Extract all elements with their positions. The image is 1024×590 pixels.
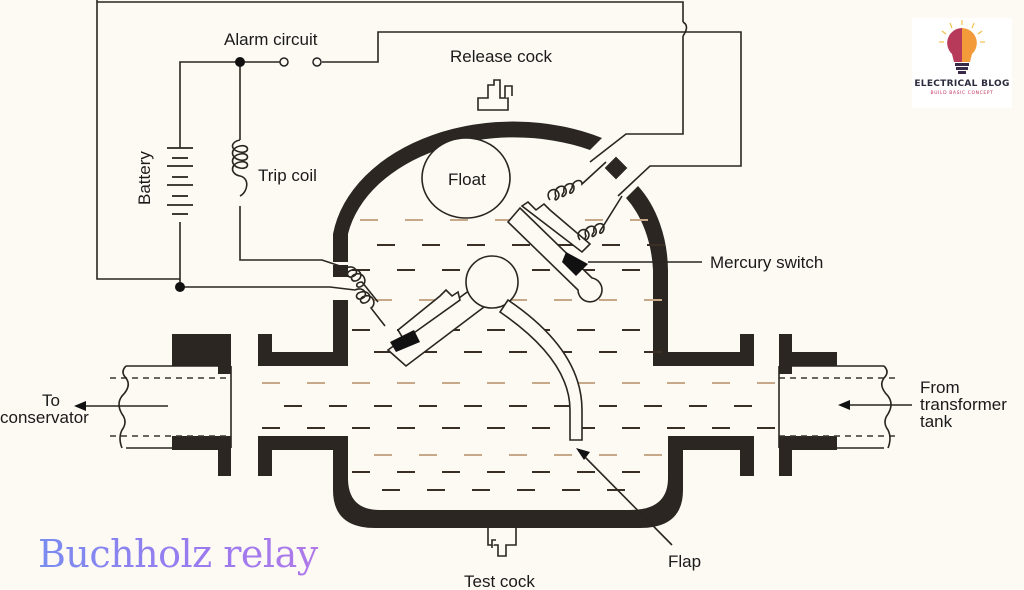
to-conservator-label-line2: conservator <box>0 408 89 427</box>
release-cock <box>477 79 513 111</box>
flap-leader <box>576 448 673 546</box>
to-conservator-label-line1: To <box>42 391 60 410</box>
battery-symbol <box>167 147 193 215</box>
circuit-wiring <box>96 0 742 291</box>
from-tank-label-line1: From <box>920 378 960 397</box>
release-cock-label: Release cock <box>450 47 553 66</box>
test-cock-label: Test cock <box>464 572 535 590</box>
mercury-switch-lower <box>345 266 461 352</box>
oil-level <box>262 219 775 491</box>
trip-coil-label: Trip coil <box>258 166 317 185</box>
flap-label: Flap <box>668 552 701 571</box>
alarm-circuit-label: Alarm circuit <box>224 30 318 49</box>
from-tank-label-line2: transformer <box>920 395 1007 414</box>
mercury-switch-upper <box>520 161 623 276</box>
logo-tagline: BUILD BASIC CONCEPT <box>930 91 994 96</box>
junction-dot-top <box>235 57 245 67</box>
alarm-contact-left <box>279 57 289 67</box>
from-tank-label-line3: tank <box>920 412 953 431</box>
float-label: Float <box>448 170 486 189</box>
logo-name: ELECTRICAL BLOG <box>914 79 1010 89</box>
from-tank-arrow <box>838 400 912 410</box>
page-title: Buchholz relay <box>38 532 318 576</box>
battery-label: Battery <box>135 151 154 205</box>
lightbulb-brain-icon <box>939 20 985 74</box>
test-cock <box>487 528 517 557</box>
alarm-contact-right <box>312 57 322 67</box>
junction-dot-bottom <box>175 282 185 292</box>
electrical-blog-logo: ELECTRICAL BLOG BUILD BASIC CONCEPT <box>912 18 1012 108</box>
pipe-to-conservator <box>110 365 232 449</box>
to-conservator-arrow <box>74 401 168 411</box>
mercury-switch-label: Mercury switch <box>710 253 823 272</box>
pipe-from-transformer-tank <box>778 365 900 449</box>
upper-float <box>421 137 603 303</box>
lower-float-flap <box>386 255 583 441</box>
trip-coil-symbol <box>231 139 249 197</box>
